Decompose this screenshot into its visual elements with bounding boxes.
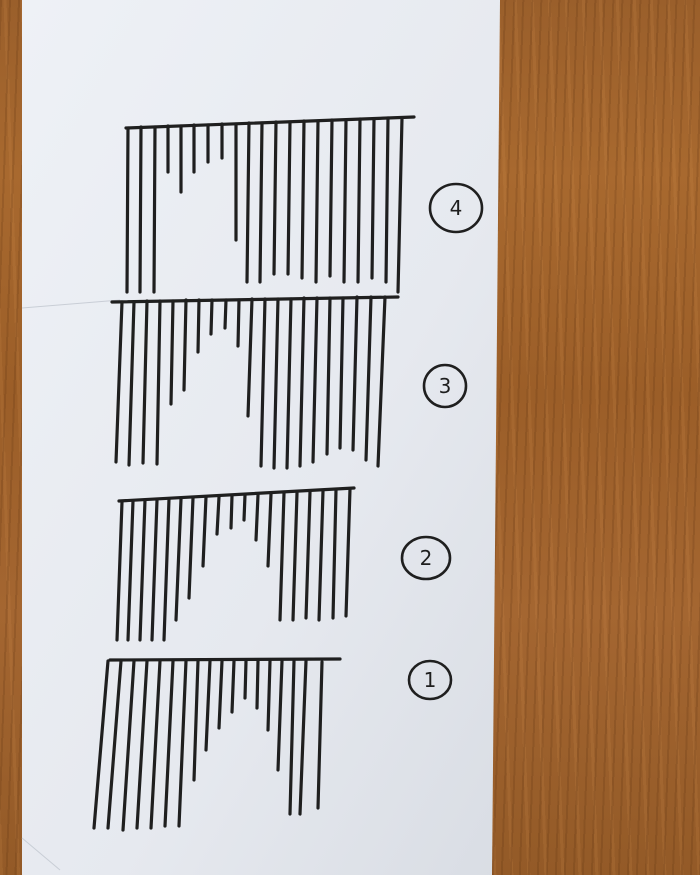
ink-stroke <box>330 120 332 276</box>
ink-stroke <box>327 298 330 454</box>
ink-stroke <box>261 299 265 466</box>
ink-stroke <box>165 661 173 826</box>
ink-stroke <box>302 121 304 278</box>
ink-stroke <box>372 119 374 278</box>
ink-stroke <box>300 661 306 814</box>
ink-stroke <box>225 300 226 328</box>
ink-stroke <box>206 661 210 750</box>
ink-stroke <box>398 118 402 292</box>
ink-stroke <box>143 301 147 463</box>
ink-stroke <box>198 300 199 352</box>
ink-stroke <box>340 298 343 448</box>
ink-stroke <box>290 661 294 814</box>
ink-stroke <box>274 122 276 274</box>
ink-stroke <box>333 490 336 618</box>
ink-stroke <box>137 661 147 828</box>
ink-stroke <box>128 501 133 640</box>
ink-stroke <box>316 121 318 282</box>
ink-stroke <box>129 302 134 465</box>
ink-stroke <box>306 492 310 618</box>
ink-stroke <box>171 301 173 404</box>
ink-stroke <box>217 497 219 534</box>
ink-stroke <box>318 662 322 808</box>
ink-stroke <box>278 661 282 770</box>
ink-stroke <box>245 661 246 698</box>
ink-stroke <box>378 297 385 466</box>
ink-stroke <box>232 661 234 712</box>
ink-stroke <box>194 661 198 780</box>
ink-stroke <box>293 493 297 620</box>
ink-stroke <box>127 128 128 292</box>
ink-stroke <box>358 119 360 282</box>
floor-4-label: 4 <box>444 196 468 220</box>
ink-stroke <box>116 302 122 462</box>
ink-stroke <box>313 298 317 462</box>
ink-stroke <box>94 661 108 828</box>
ink-stroke <box>179 661 186 826</box>
ink-stroke <box>268 494 271 566</box>
ink-stroke <box>238 300 239 346</box>
floor-2-label: 2 <box>414 546 438 570</box>
ink-stroke <box>164 499 169 640</box>
floor-3-label: 3 <box>433 374 457 398</box>
ink-stroke <box>288 122 290 274</box>
ink-stroke <box>219 661 222 728</box>
ink-stroke <box>300 298 304 466</box>
floor-3-top-line <box>112 297 398 302</box>
ink-stroke <box>176 499 181 620</box>
ink-stroke <box>152 500 157 640</box>
ink-stroke <box>274 299 278 468</box>
ink-stroke <box>140 127 141 292</box>
floor-2-top-line <box>119 488 354 501</box>
ink-stroke <box>231 496 232 528</box>
ink-stroke <box>247 123 249 282</box>
ink-stroke <box>211 300 212 334</box>
ink-stroke <box>117 502 122 640</box>
ink-stroke <box>184 300 186 390</box>
ink-stroke <box>257 661 258 708</box>
ink-stroke <box>260 123 262 282</box>
ink-stroke <box>346 489 350 616</box>
ink-stroke <box>203 497 206 566</box>
ink-stroke <box>366 297 371 460</box>
ink-stroke <box>344 120 346 282</box>
ink-stroke <box>248 299 252 416</box>
ink-stroke <box>154 127 155 292</box>
ink-stroke <box>287 299 291 468</box>
ink-stroke <box>244 495 245 520</box>
ink-stroke <box>140 500 145 640</box>
ink-stroke <box>151 661 160 828</box>
floor-1-label: 1 <box>418 668 442 692</box>
ink-stroke <box>256 495 258 540</box>
ink-stroke <box>123 661 134 830</box>
ink-stroke <box>280 493 284 620</box>
ink-stroke <box>108 661 121 828</box>
ink-stroke <box>157 301 160 464</box>
ink-stroke <box>189 498 193 598</box>
ink-stroke <box>353 297 357 450</box>
ink-stroke <box>268 661 270 730</box>
ink-stroke <box>386 118 388 282</box>
ink-stroke <box>319 491 323 620</box>
